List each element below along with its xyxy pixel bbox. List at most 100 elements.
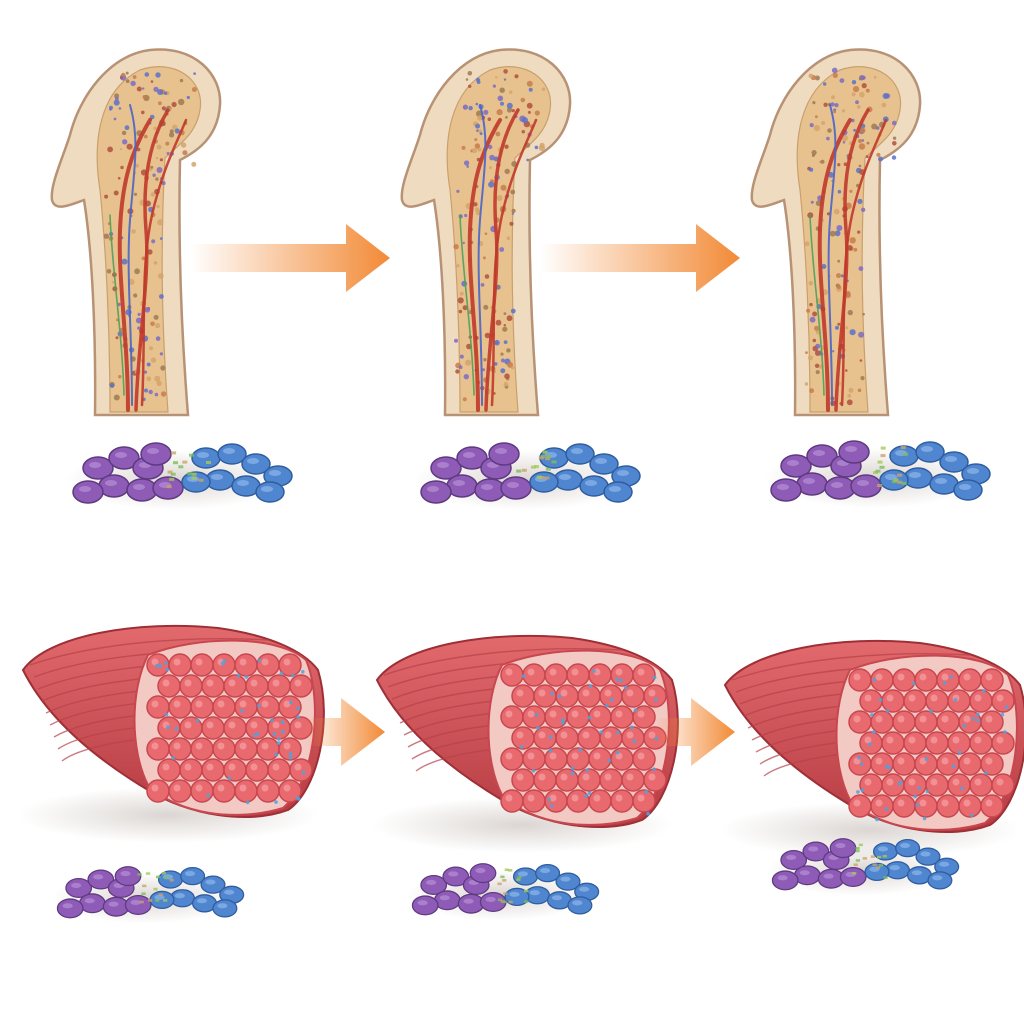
interstitial-dot [561,718,565,722]
muscle-cell [980,794,1004,818]
blood-vessel [127,104,137,406]
interstitial-dot [164,712,169,717]
interstitial-dot [549,804,554,808]
interstitial-dot [281,730,285,734]
muscle-cell [566,747,590,771]
cell-purple [806,444,838,468]
blood-vessel [467,118,502,412]
muscle-cell [925,689,949,713]
interstitial-dot [531,769,536,773]
muscle-cell [914,752,938,776]
muscle-cell [881,689,905,713]
interstitial-dot [588,684,593,688]
cell-purple [780,454,812,478]
interstitial-dot [652,675,657,680]
interstitial-dot [578,748,583,752]
interstitial-dot [633,708,638,712]
muscle-cell [223,758,247,782]
muscle-cell [599,768,623,792]
muscle-cell [991,689,1015,713]
cell-purple [442,866,470,887]
interstitial-dot [155,663,159,668]
muscle-cell [289,758,313,782]
muscle-cell [223,674,247,698]
interstitial-dot [222,659,226,663]
muscle-cell [969,773,993,797]
blood-vessel [840,118,888,407]
muscle-cell [914,668,938,692]
interstitial-dot [949,675,953,679]
interstitial-dot [860,788,865,792]
interstitial-dot [281,720,285,724]
bone-stage-1 [50,48,222,417]
muscle-cell [201,674,225,698]
muscle-cell [201,758,225,782]
muscle-cell [234,737,258,761]
muscle-cell [289,674,313,698]
muscle-cell [925,773,949,797]
muscle-cell [859,689,883,713]
interstitial-dot [615,677,619,682]
interstitial-dot [887,765,891,770]
cell-purple [771,870,799,891]
muscle-cell [278,737,302,761]
cell-purple [72,480,104,504]
interstitial-dot [296,715,301,719]
interstitial-dot [917,786,921,790]
muscle-cell [958,668,982,692]
interstitial-dot [550,691,554,696]
interstitial-dot [957,750,962,755]
interstitial-dot [270,718,274,722]
muscle-stage-3 [720,639,1024,858]
interstitial-dot [227,776,232,781]
interstitial-dot [274,752,278,757]
interstitial-dot [875,817,879,822]
interstitial-dot [609,698,614,702]
interstitial-dot [295,796,300,801]
muscle-stage-1 [18,624,325,843]
interstitial-dot [629,725,634,730]
interstitial-dot [960,786,964,791]
muscle-cell [201,716,225,740]
muscle-cell [936,752,960,776]
interstitial-dot [547,797,551,802]
interstitial-dot [257,658,262,663]
muscle-cell [212,779,236,803]
muscle-cell [881,731,905,755]
interstitial-dot [872,677,877,682]
interstitial-dot [519,745,524,749]
muscle-cell [610,705,634,729]
interstitial-dot [976,712,980,717]
muscle-cell [500,789,524,813]
muscle-cell [168,695,192,719]
cell-purple [500,476,532,500]
muscle-cell [936,710,960,734]
interstitial-dot [171,756,175,760]
muscle-cell [256,779,280,803]
interstitial-dot [245,800,250,805]
muscle-cell [936,794,960,818]
interstitial-dot [166,725,170,729]
muscle-cell [511,684,535,708]
interstitial-dot [279,671,284,676]
interstitial-dot [607,758,611,763]
muscle-cell-cluster-1 [51,866,245,924]
interstitial-dot [274,800,278,804]
interstitial-dot [158,664,162,668]
interstitial-dot [644,789,649,794]
interstitial-dot [236,673,241,678]
blood-vessel [484,108,520,412]
interstitial-dot [584,794,588,798]
muscle-cell [577,768,601,792]
muscle-cell [157,674,181,698]
muscle-cell [892,752,916,776]
interstitial-dot [1000,712,1005,717]
cell-blue [567,896,593,915]
bone-cell-cluster-1 [66,442,293,510]
blood-vessel [834,108,870,412]
blood-vessel [477,104,487,406]
muscle-cell [632,747,656,771]
interstitial-dot [962,724,966,728]
muscle-cell [212,737,236,761]
